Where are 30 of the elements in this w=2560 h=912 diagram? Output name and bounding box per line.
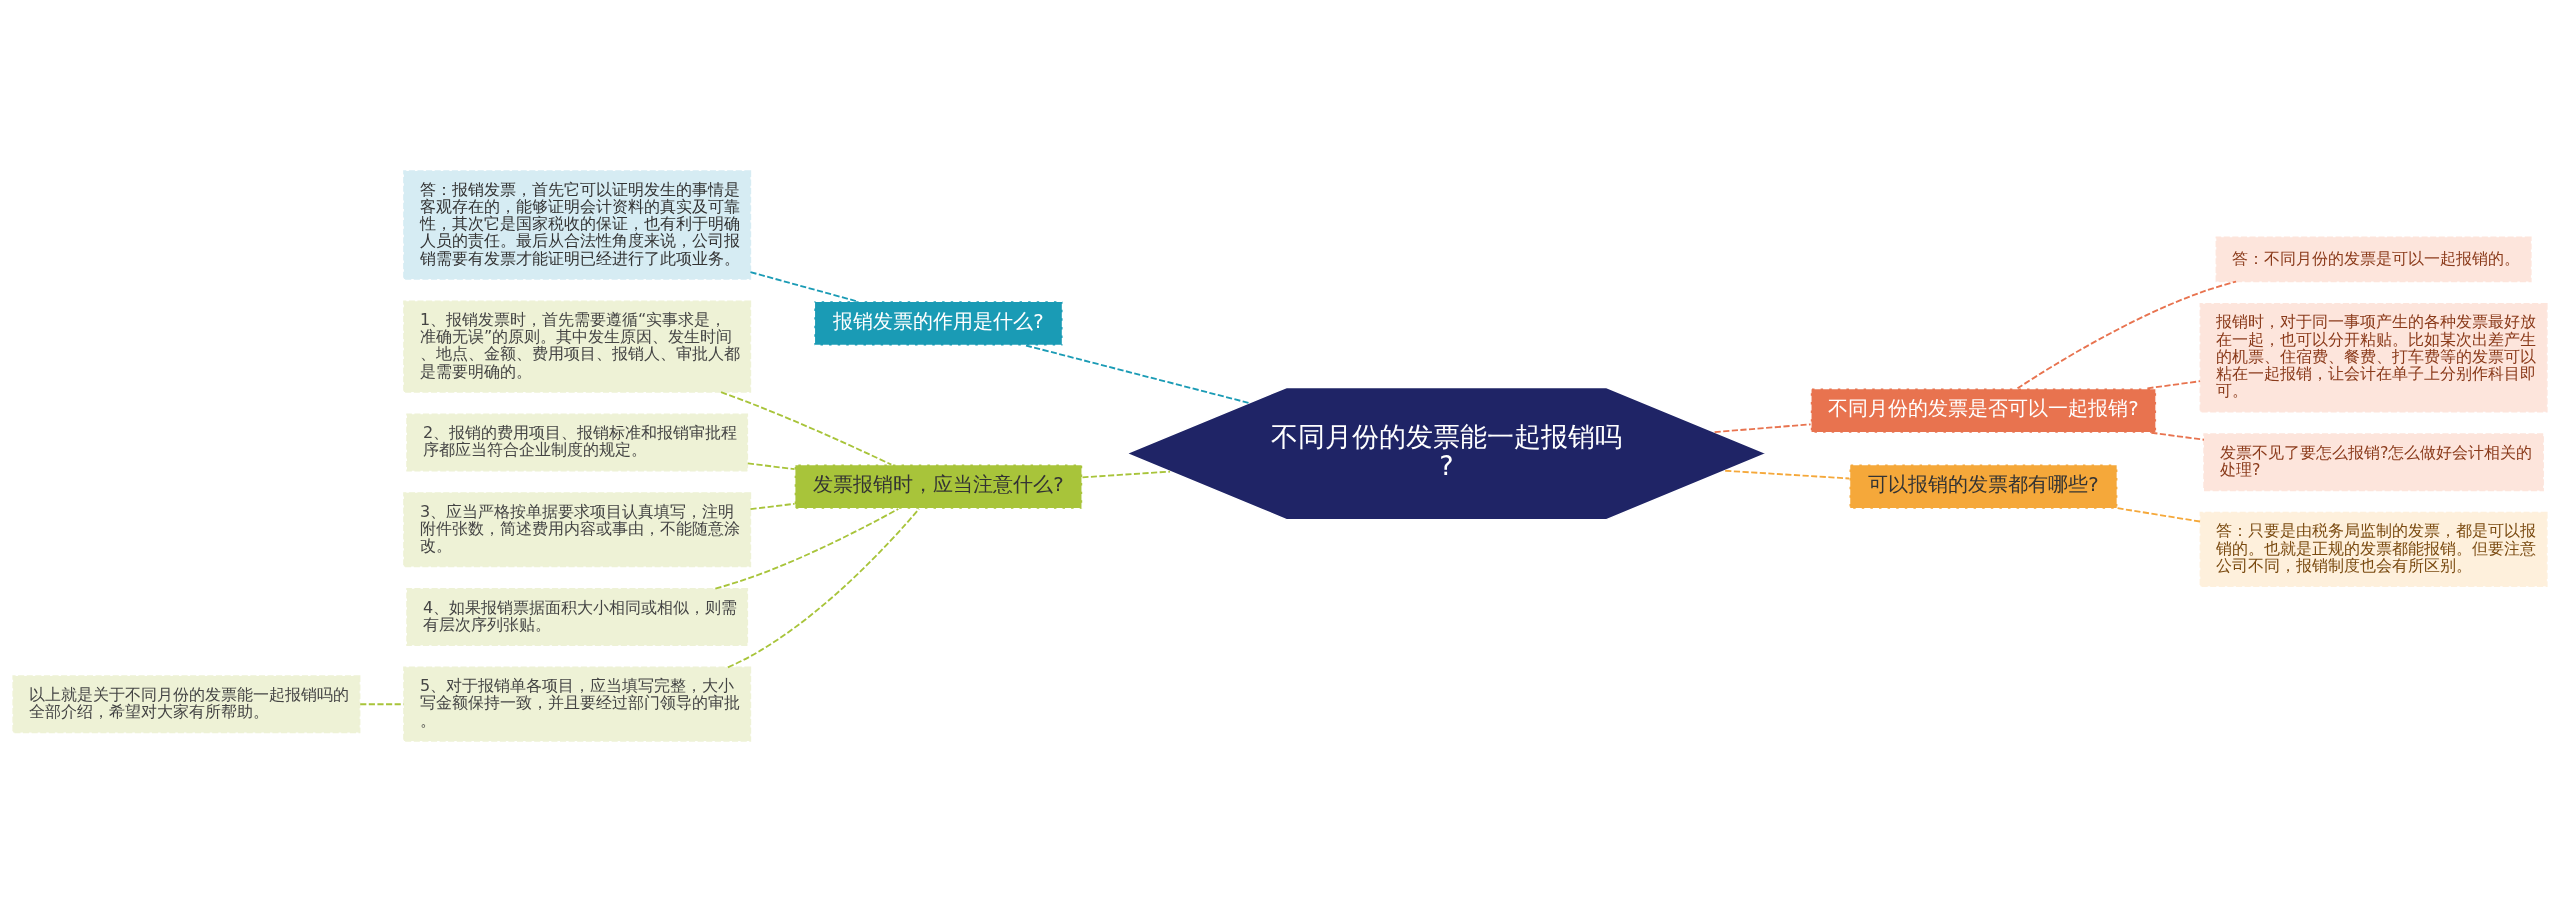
node-box: 答：不同月份的发票是可以一起报销的。 xyxy=(2215,236,2532,283)
node-box: 1、报销发票时，首先需要遵循“实事求是，准确无误”的原则。其中发生原因、发生时间、地点、金额、费用项目、报销人、审批人都是需要明确的。 xyxy=(403,300,752,393)
node-box: 不同月份的发票是否可以一起报销? xyxy=(1810,387,2157,434)
connector xyxy=(749,271,857,302)
connector xyxy=(1025,344,1250,404)
connector xyxy=(746,462,796,471)
node-box: 以上就是关于不同月份的发票能一起报销吗的全部介绍，希望对大家有所帮助。 xyxy=(12,675,361,734)
node-box: 2、报销的费用项目、报销标准和报销审批程序都应当符合企业制度的规定。 xyxy=(406,413,749,472)
connector xyxy=(727,508,920,669)
connector xyxy=(2146,380,2201,390)
node-box: 发票不见了要怎么报销?怎么做好会计相关的处理? xyxy=(2203,433,2544,492)
connector xyxy=(1724,469,1851,480)
connector xyxy=(1081,470,1171,479)
connector xyxy=(749,502,796,511)
connector xyxy=(2150,431,2205,441)
node-box: 发票报销时，应当注意什么? xyxy=(793,463,1083,510)
node-box: 5、对于报销单各项目，应当填写完整，大小写金额保持一致，并且要经过部门领导的审批。 xyxy=(403,666,752,742)
node-box: 答：只要是由税务局监制的发票，都是可以报销的。也就是正规的发票都能报销。但要注意公司不同，报销制度也会有所区别。 xyxy=(2199,511,2548,587)
node-box: 报销发票的作用是什么? xyxy=(813,300,1064,347)
connector xyxy=(2016,280,2237,390)
node-box: 3、应当严格按单据要求项目认真填写，注明附件张数，简述费用内容或事由，不能随意涂改。 xyxy=(403,492,752,568)
connector xyxy=(720,391,893,466)
connector xyxy=(359,703,405,706)
node-box: 可以报销的发票都有哪些? xyxy=(1848,463,2119,510)
node-box: 4、如果报销票据面积大小相同或相似，则需有层次序列张贴。 xyxy=(406,587,749,646)
connector xyxy=(1713,423,1812,433)
connector xyxy=(2116,507,2202,523)
node-box: 报销时，对于同一事项产生的各种发票最好放在一起，也可以分开粘贴。比如某次出差产生的机票、住宿费、餐费、打车费等的发票可以粘在一起报销，让会计在单子上分别作科目即可。 xyxy=(2199,302,2548,413)
connector xyxy=(714,508,900,590)
node-box: 答：报销发票，首先它可以证明发生的事情是客观存在的，能够证明会计资料的真实及可靠性，其次它是国家税收的保证，也有利于明确人员的责任。最后从合法性角度来说，公司报销需要有发票才能证明已经进行了此项业务。 xyxy=(403,170,752,280)
